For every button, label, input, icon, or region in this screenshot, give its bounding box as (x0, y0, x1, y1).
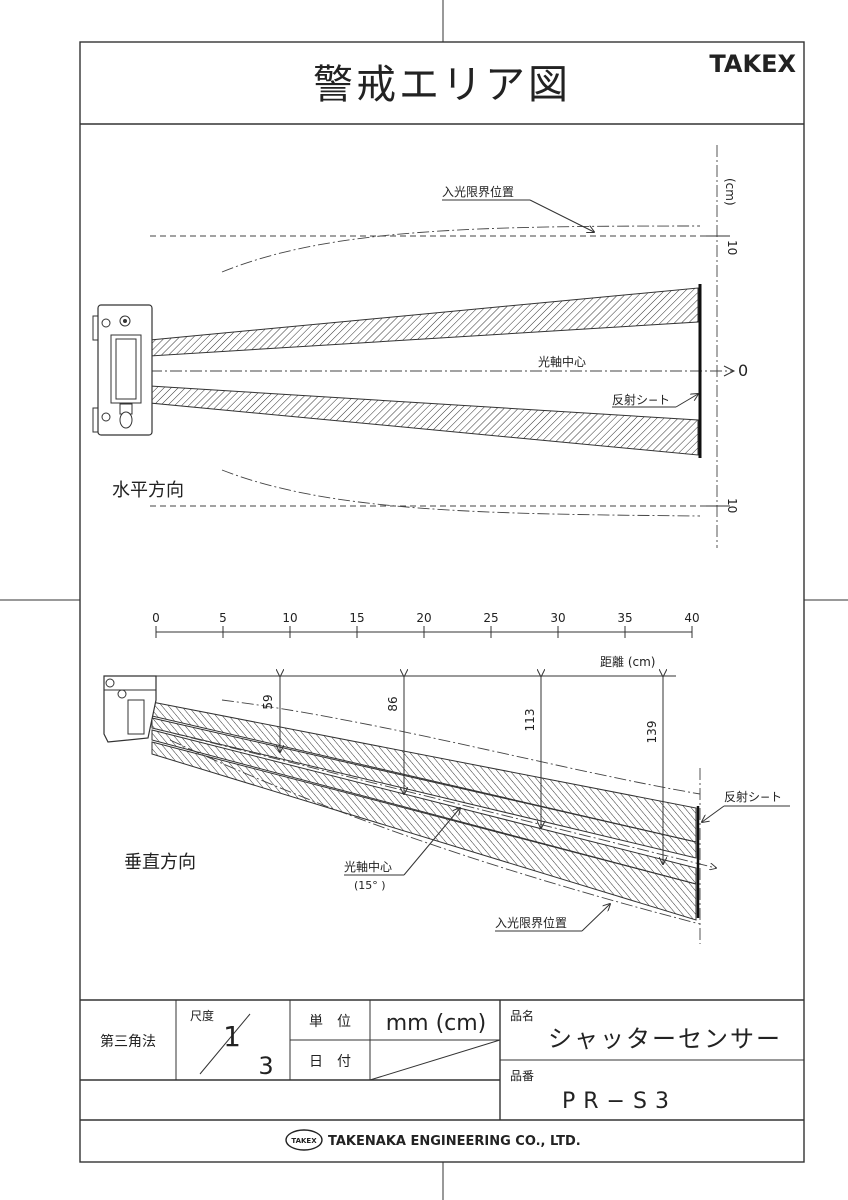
light-limit-curve-top (221, 225, 701, 273)
scale-label-zero: 0 (738, 361, 748, 380)
date-label: 日 付 (309, 1054, 351, 1070)
scale-denominator: 3 (258, 1052, 273, 1080)
product-number-value: PR−S3 (562, 1089, 677, 1114)
distance-tick-label: 5 (219, 611, 227, 625)
beam-upper (149, 287, 699, 357)
sheet-title: 警戒エリア図 (313, 62, 571, 108)
product-number-label: 品番 (510, 1069, 534, 1083)
optical-axis-angle: (15° ) (354, 879, 386, 892)
light-limit-label: 入光限界位置 (442, 184, 514, 199)
scale-label-top: 10 (725, 240, 739, 255)
dim-113: 113 (523, 709, 537, 732)
light-limit-curve-bottom (221, 469, 701, 517)
sensor-front-view (92, 304, 153, 436)
projection-label: 第三角法 (100, 1033, 156, 1050)
light-limit-label-v: 入光限界位置 (495, 915, 567, 930)
horizontal-direction-label: 水平方向 (112, 480, 184, 501)
sheet-border (79, 41, 805, 1163)
optical-axis-label: 光軸中心 (538, 354, 586, 369)
vertical-direction-label: 垂直方向 (124, 852, 196, 873)
distance-tick-label: 20 (416, 611, 431, 625)
distance-tick-label: 30 (550, 611, 565, 625)
title-block: 第三角法 尺度 1 3 単 位 mm (cm) 日 付 品名 シャッターセンサー… (80, 999, 804, 1151)
scale-numerator: 1 (223, 1020, 241, 1053)
distance-tick-label: 35 (617, 611, 632, 625)
sensor-side-view (103, 675, 157, 743)
distance-tick-label: 10 (282, 611, 297, 625)
distance-tick-label: 15 (349, 611, 364, 625)
unit-label: 単 位 (309, 1014, 351, 1030)
beam-v-4 (151, 741, 697, 921)
vertical-view: 59 86 113 139 反射シ−ト 光軸中心 (15° ) 入光限界位置 垂… (103, 675, 790, 944)
unit-label-cm: (cm) (723, 178, 737, 206)
dim-86: 86 (386, 696, 400, 711)
light-limit-curve-v-top (221, 699, 701, 795)
company-name: TAKENAKA ENGINEERING CO., LTD. (328, 1134, 581, 1149)
dim-139: 139 (645, 721, 659, 744)
distance-tick-label: 0 (152, 611, 160, 625)
optical-axis-label-v: 光軸中心 (344, 859, 392, 874)
dimension-lines: 59 86 113 139 (261, 676, 663, 864)
distance-scale: 0 5 10 15 20 25 30 35 40 距離 (cm) (152, 611, 699, 669)
reflector-label: 反射シ−ト (612, 392, 670, 407)
product-name-value: シャッターセンサー (548, 1025, 782, 1053)
horizontal-view: (cm) 10 10 0 (92, 145, 748, 548)
unit-value: mm (cm) (386, 1011, 487, 1036)
company-logo-text: TAKEX (291, 1137, 317, 1145)
beam-v-2 (151, 717, 697, 859)
optical-axis-line-v (151, 727, 716, 868)
product-name-label: 品名 (510, 1008, 534, 1023)
brand-logo: TAKEX (709, 50, 796, 78)
company-logo-mark (285, 1129, 323, 1151)
scale-label-bottom: 10 (725, 498, 739, 513)
dim-59: 59 (261, 694, 275, 709)
reflector-label-v: 反射シ−ト (724, 789, 782, 804)
scale-label: 尺度 (190, 1008, 214, 1023)
distance-axis-label: 距離 (cm) (600, 655, 655, 669)
distance-tick-label: 40 (684, 611, 699, 625)
distance-tick-label: 25 (483, 611, 498, 625)
